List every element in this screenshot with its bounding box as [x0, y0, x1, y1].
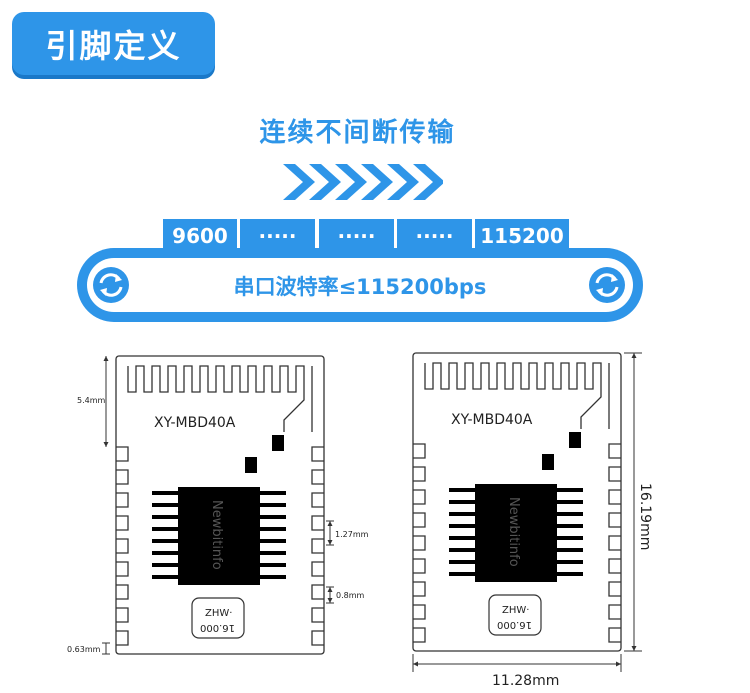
pads-left-side	[116, 446, 129, 646]
smd-component	[272, 435, 284, 451]
refresh-cycle-icon	[93, 267, 129, 303]
module-model-right: XY-MBD40A	[451, 412, 533, 428]
antenna-trace	[424, 362, 602, 429]
smd-component	[245, 457, 257, 473]
baud-step-dots: ·····	[240, 219, 315, 253]
svg-text:ZHW·: ZHW·	[502, 605, 529, 616]
chip-pins-left	[152, 487, 286, 585]
baud-step-115200: 115200	[475, 219, 569, 253]
dim-label-pad-width: 0.8mm	[336, 591, 365, 600]
baud-step-dots: ·····	[319, 219, 394, 253]
baud-step-dots: ·····	[397, 219, 472, 253]
baud-step-9600: 9600	[163, 219, 237, 253]
svg-text:16.000: 16.000	[497, 619, 532, 630]
dim-pad-width	[326, 586, 334, 604]
dim-label-antenna-height: 5.4mm	[77, 396, 106, 405]
dim-pin-pitch	[326, 520, 334, 546]
pads-right-side	[311, 446, 324, 646]
dim-module-width	[412, 654, 622, 672]
svg-text:ZHW·: ZHW·	[205, 608, 232, 619]
module-model-left: XY-MBD40A	[154, 415, 236, 431]
smd-component	[569, 432, 581, 448]
baud-rate-text: 串口波特率≤115200bps	[233, 275, 487, 299]
refresh-cycle-icon	[589, 267, 625, 303]
pads-right-side	[608, 443, 621, 643]
chevron-arrows-icon	[283, 164, 443, 200]
dim-label-module-height: 16.19mm	[637, 483, 653, 550]
pads-left-side	[413, 443, 426, 643]
chip-pins-right	[449, 484, 583, 582]
section-title: 引脚定义	[12, 12, 215, 75]
chip-brand-left: Newbitinfo	[209, 500, 224, 570]
dim-label-pin-pitch: 1.27mm	[335, 530, 369, 539]
dim-label-module-width: 11.28mm	[492, 673, 559, 689]
dim-module-height	[624, 352, 642, 652]
dim-label-edge-gap: 0.63mm	[67, 645, 101, 654]
antenna-trace	[127, 365, 305, 432]
crystal-right: ZHW· 16.000	[488, 594, 542, 636]
smd-component	[542, 454, 554, 470]
baud-rate-bar-inner	[87, 258, 633, 312]
crystal-left: ZHW· 16.000	[191, 597, 245, 639]
feature-headline: 连续不间断传输	[259, 118, 456, 148]
dim-edge-gap	[102, 642, 110, 655]
svg-text:16.000: 16.000	[200, 622, 235, 633]
chip-brand-right: Newbitinfo	[506, 497, 521, 567]
